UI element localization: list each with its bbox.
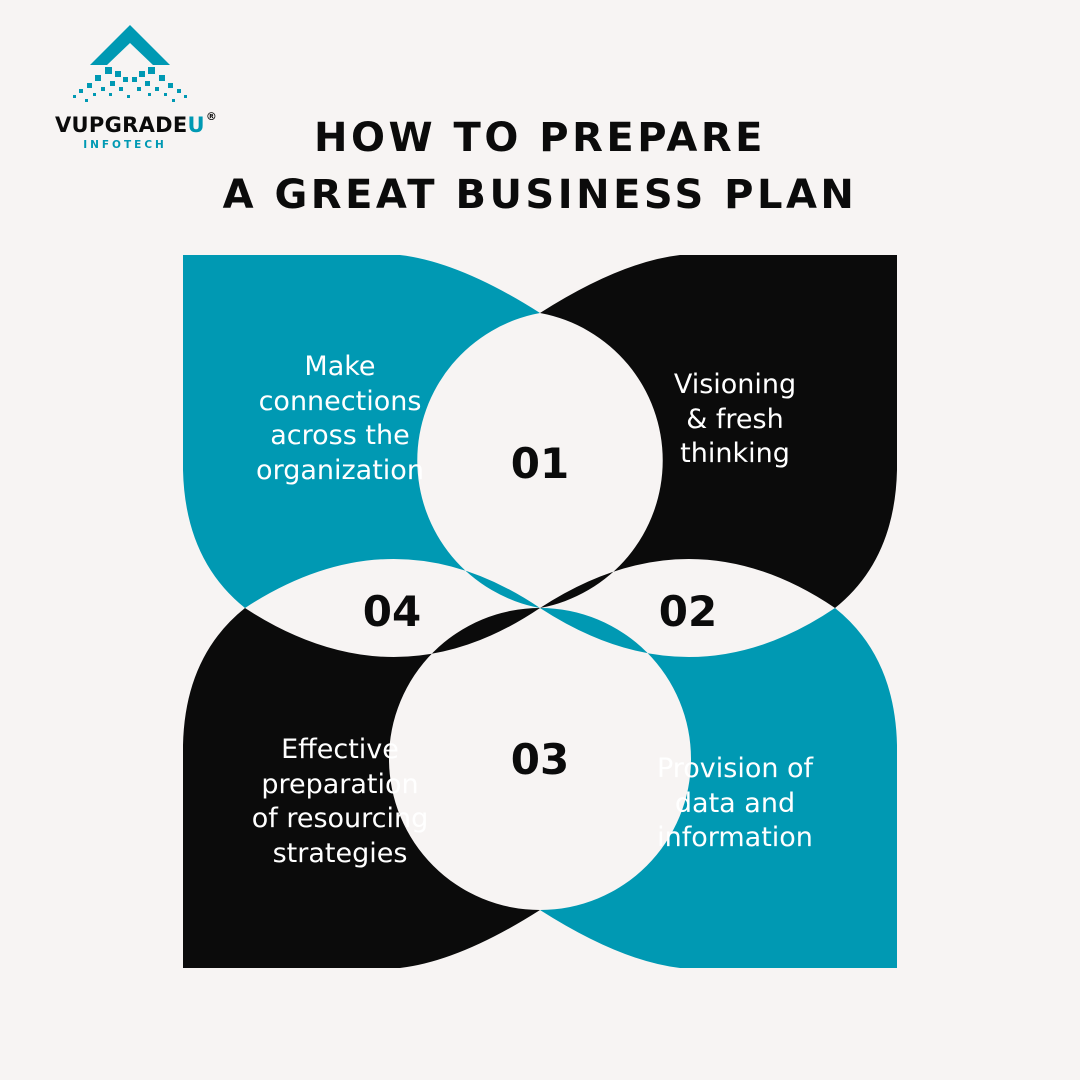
step-1-label: Make connections across the organization <box>230 350 450 488</box>
step-1-line: connections <box>258 385 422 417</box>
title-line-1: HOW TO PREPARE <box>314 115 766 161</box>
step-3-line: information <box>657 822 813 853</box>
step-4-line: preparation <box>261 768 419 800</box>
brand-subtitle: INFOTECH <box>83 139 167 151</box>
logo-mark-icon <box>73 25 187 102</box>
step-1-line: across the <box>270 420 410 451</box>
brand-name-accent: U <box>187 113 205 137</box>
step-4-number: 04 <box>362 587 422 636</box>
page-title: HOW TO PREPARE A GREAT BUSINESS PLAN <box>0 110 1080 224</box>
registered-mark: ® <box>205 110 218 123</box>
step-2-line: Visioning <box>673 369 797 400</box>
step-1-number: 01 <box>510 439 570 488</box>
step-2-line: thinking <box>680 438 790 469</box>
brand-logo: VUPGRADEU® INFOTECH <box>55 25 217 151</box>
step-4-line: strategies <box>272 837 408 869</box>
step-4-line: Effective <box>281 734 399 765</box>
step-3-label: Provision of data and information <box>620 752 850 856</box>
quadrant-shape-3 <box>540 608 897 968</box>
step-4-label: Effective preparation of resourcing stra… <box>225 733 455 871</box>
step-2-number: 02 <box>658 587 718 636</box>
quadrant-shape-2 <box>540 255 897 608</box>
brand-name: VUPGRADEU® <box>55 110 218 137</box>
quadrant-shape-4 <box>183 608 540 968</box>
step-4-line: of resourcing <box>251 803 429 834</box>
brand-name-main: VUPGRADE <box>55 113 188 137</box>
step-3-line: data and <box>674 787 796 819</box>
title-line-2: A GREAT BUSINESS PLAN <box>222 172 858 218</box>
step-2-line: & fresh <box>686 403 784 435</box>
step-2-label: Visioning & fresh thinking <box>630 368 840 472</box>
step-1-line: organization <box>256 454 424 486</box>
step-1-line: Make <box>304 351 376 382</box>
quadrant-shape-1 <box>183 255 540 608</box>
step-3-line: Provision of <box>656 753 814 784</box>
step-3-number: 03 <box>510 735 570 784</box>
